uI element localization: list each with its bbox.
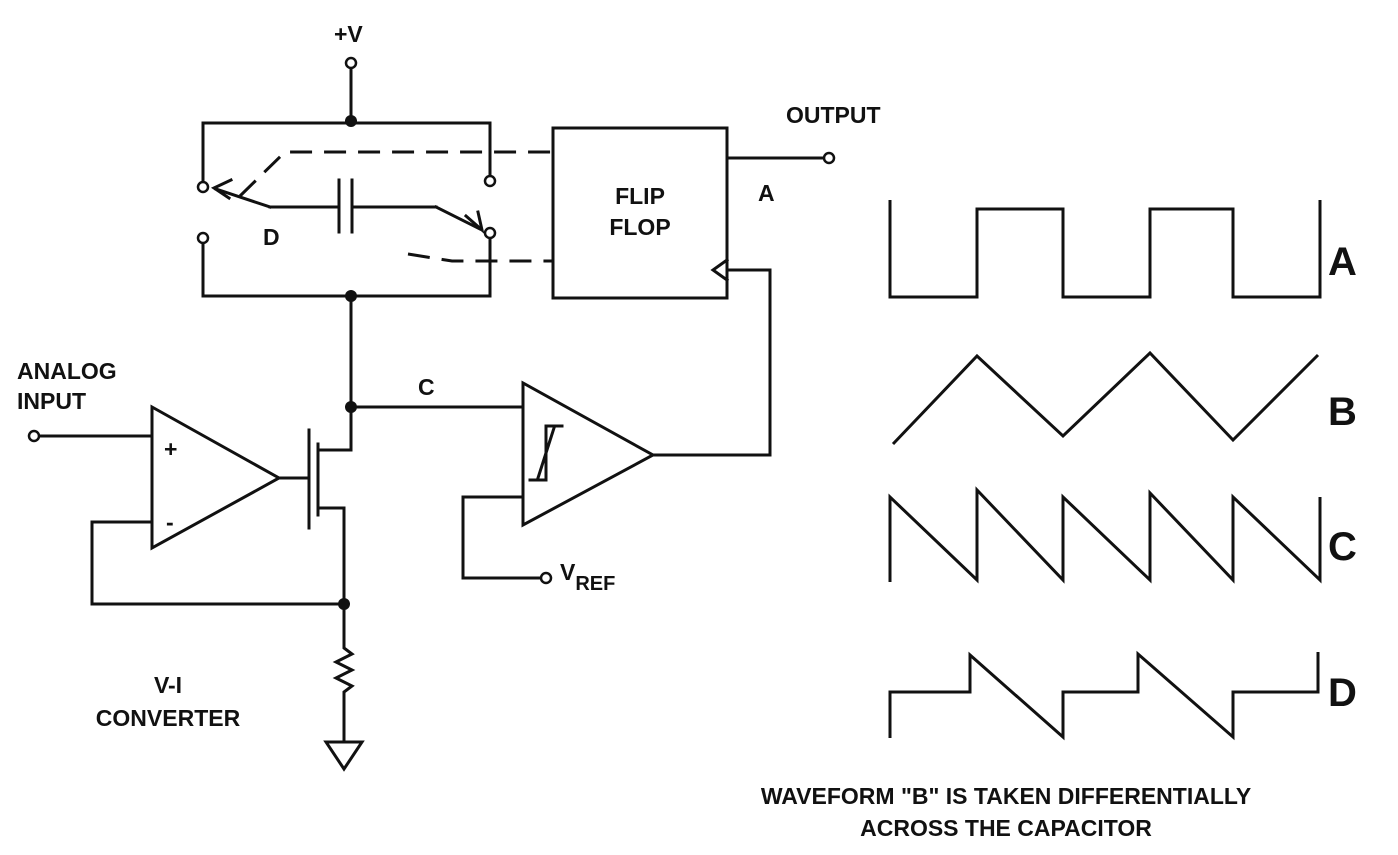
flipflop-label-2: FLOP	[609, 214, 670, 240]
vref-main: V	[560, 559, 576, 585]
control-link-upper	[238, 150, 552, 198]
label-output: OUTPUT	[786, 102, 881, 128]
capacitor	[268, 178, 438, 234]
waveform-label-c: C	[1328, 525, 1357, 569]
waveform-a: A	[888, 200, 1357, 299]
switch-bridge: D	[196, 121, 497, 298]
waveform-c: C	[888, 486, 1357, 584]
waveform-b: B	[891, 350, 1357, 446]
vi-label-1: V-I	[154, 672, 182, 698]
label-node-d: D	[263, 224, 280, 250]
switch-terminal	[196, 231, 210, 245]
label-node-a: A	[758, 180, 775, 206]
analog-input-terminal	[27, 429, 41, 443]
supply-vplus: +V	[334, 21, 363, 122]
waveform-d: D	[888, 650, 1357, 741]
flip-flop: FLIP FLOP OUTPUT A	[551, 102, 881, 300]
op-amp-plus: +	[164, 436, 177, 462]
caption-line-2: ACROSS THE CAPACITOR	[860, 815, 1152, 841]
waveform-label-a: A	[1328, 240, 1357, 284]
vi-label-2: CONVERTER	[96, 705, 241, 731]
analog-label-1: ANALOG	[17, 358, 117, 384]
op-amp: + - ANALOG INPUT	[17, 358, 346, 606]
label-vplus: +V	[334, 21, 363, 47]
ground-symbol	[323, 740, 365, 772]
switch-terminal	[483, 174, 497, 188]
resistor	[332, 602, 356, 742]
op-amp-minus: -	[166, 509, 174, 535]
jfet-transistor	[307, 428, 353, 606]
caption-line-1: WAVEFORM "B" IS TAKEN DIFFERENTIALLY	[761, 783, 1251, 809]
analog-label-2: INPUT	[17, 388, 86, 414]
comparator: VREF	[461, 268, 772, 595]
label-vref: VREF	[560, 559, 615, 595]
switch-terminal	[483, 226, 497, 240]
vplus-terminal	[344, 56, 358, 70]
vref-sub: REF	[575, 573, 615, 595]
flipflop-label-1: FLIP	[615, 183, 665, 209]
switch-terminal	[196, 180, 210, 194]
label-node-c: C	[418, 374, 435, 400]
vref-terminal	[539, 571, 553, 585]
junction-dot	[345, 115, 357, 127]
control-link-lower	[407, 252, 552, 263]
waveform-label-b: B	[1328, 390, 1357, 434]
output-terminal	[822, 151, 836, 165]
waveform-label-d: D	[1328, 671, 1357, 715]
